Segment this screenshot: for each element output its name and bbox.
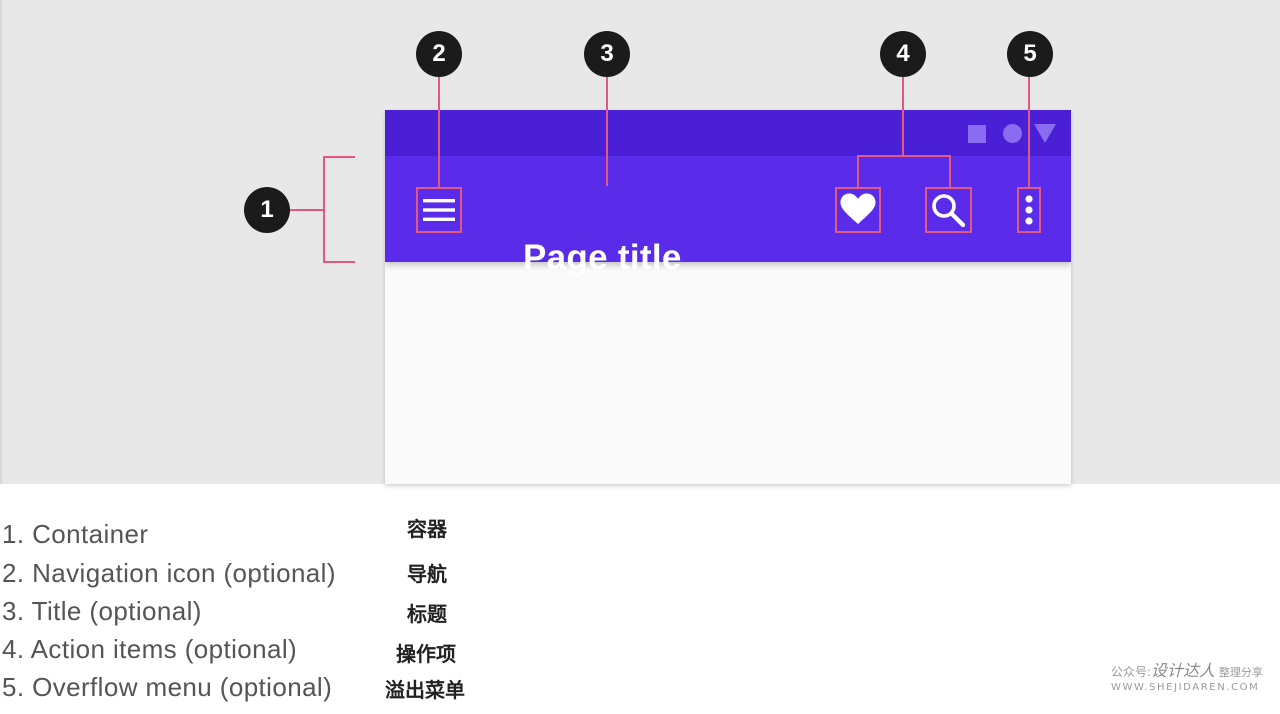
watermark-prefix: 公众号: <box>1111 665 1152 679</box>
watermark: 公众号:设计达人 整理分享 WWW.SHEJIDAREN.COM <box>1111 663 1263 695</box>
leader-line-1-bracket <box>323 156 325 263</box>
legend-item-title: 3. Title (optional) <box>2 596 202 626</box>
leader-line-4-stem <box>902 77 904 156</box>
leader-line-4-bar <box>857 155 951 157</box>
status-bar <box>385 110 1071 156</box>
legend-item-container: 1. Container <box>2 519 149 549</box>
callout-3: 3 <box>584 31 630 77</box>
heart-icon <box>840 193 876 224</box>
nav-icon-highlight[interactable] <box>416 187 462 233</box>
menu-icon <box>423 199 455 221</box>
triangle-icon <box>1034 124 1056 143</box>
leader-line-3 <box>606 77 608 186</box>
legend-cn-navigation: 导航 <box>407 562 447 586</box>
legend-cn-action-items: 操作项 <box>396 642 456 666</box>
phone-screen: Page title <box>385 110 1071 484</box>
legend-cn-overflow-menu: 溢出菜单 <box>385 678 465 702</box>
watermark-url: WWW.SHEJIDAREN.COM <box>1111 682 1260 693</box>
overflow-menu-highlight[interactable] <box>1017 187 1041 233</box>
leader-line-5 <box>1028 77 1030 187</box>
favorite-action-highlight[interactable] <box>835 187 881 233</box>
leader-line-4-right <box>949 155 951 187</box>
callout-4: 4 <box>880 31 926 77</box>
leader-line-1-top <box>323 156 355 158</box>
legend-item-action-items: 4. Action items (optional) <box>2 634 298 664</box>
page-title: Page title <box>523 238 682 277</box>
leader-line-1-bottom <box>323 261 355 263</box>
circle-icon <box>1003 124 1022 143</box>
square-icon <box>968 125 986 143</box>
callout-1: 1 <box>244 187 290 233</box>
callout-5: 5 <box>1007 31 1053 77</box>
top-app-bar: Page title <box>385 156 1071 277</box>
legend-item-navigation-icon: 2. Navigation icon (optional) <box>2 558 336 588</box>
leader-line-1-stem <box>290 209 324 211</box>
watermark-suffix: 整理分享 <box>1218 666 1263 679</box>
legend-item-overflow-menu: 5. Overflow menu (optional) <box>2 672 333 702</box>
legend-cn-container: 容器 <box>407 517 447 541</box>
leader-line-2 <box>438 77 440 187</box>
leader-line-4-left <box>857 155 859 187</box>
search-action-highlight[interactable] <box>925 187 972 233</box>
watermark-brand: 设计达人 <box>1151 661 1216 680</box>
legend-cn-title: 标题 <box>407 602 447 626</box>
diagram-canvas: Page title <box>0 0 1280 484</box>
more-vert-icon <box>1025 195 1033 225</box>
search-icon <box>932 194 966 228</box>
callout-2: 2 <box>416 31 462 77</box>
